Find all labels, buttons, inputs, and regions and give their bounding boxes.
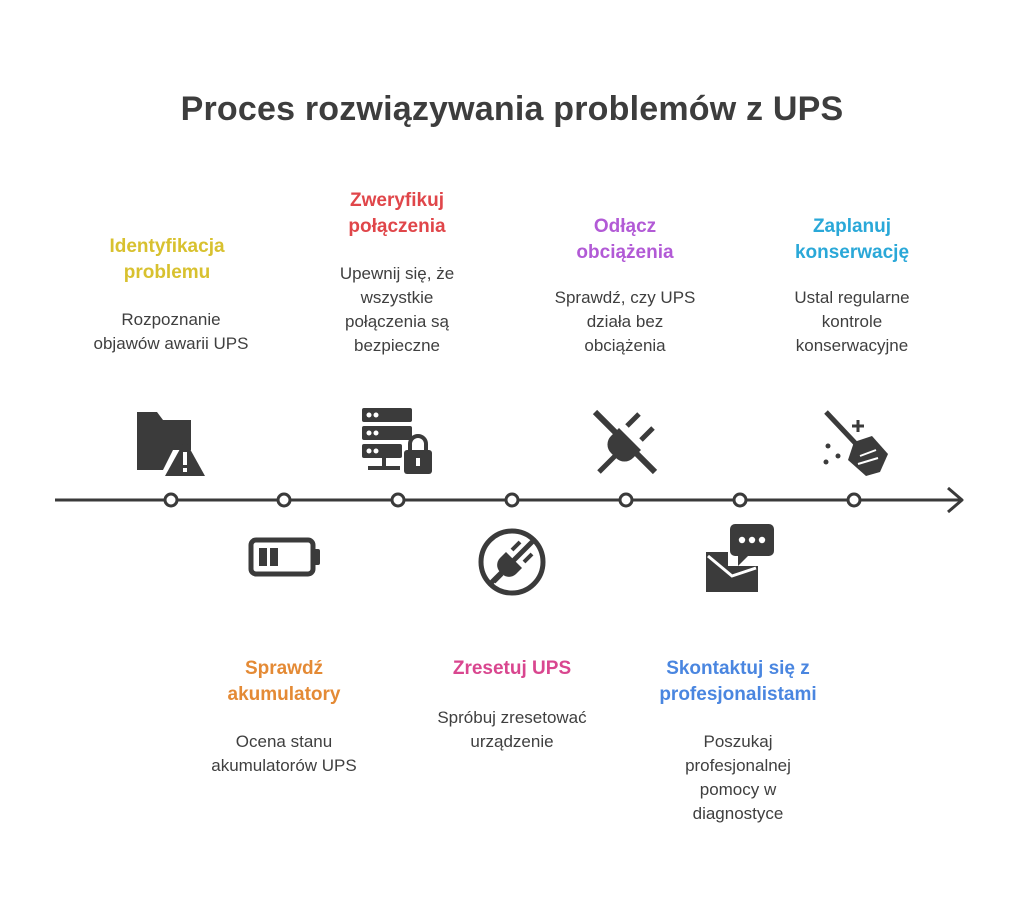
step-1-desc-line: Rozpoznanie bbox=[121, 310, 221, 329]
step-6-heading-line: profesjonalistami bbox=[659, 684, 817, 705]
step-6-description: Poszukaj profesjonalnej pomocy w diagnos… bbox=[638, 730, 838, 826]
timeline-nodes bbox=[163, 492, 862, 508]
timeline-node-7 bbox=[846, 492, 862, 508]
step-5-desc-line: Sprawdź, czy UPS bbox=[554, 288, 696, 307]
step-1-heading-line: Identyfikacja bbox=[109, 236, 225, 257]
server-lock-icon bbox=[362, 408, 432, 474]
step-1-heading: Identyfikacja problemu bbox=[67, 234, 267, 286]
timeline-arrowhead bbox=[947, 486, 964, 514]
page-title: Proces rozwiązywania problemów z UPS bbox=[180, 90, 844, 128]
step-3-desc-line: Upewnij się, że bbox=[339, 264, 455, 283]
battery-low-icon bbox=[248, 537, 320, 577]
step-2-heading-line: akumulatory bbox=[227, 684, 341, 705]
step-6-heading: Skontaktuj się z profesjonalistami bbox=[638, 656, 838, 708]
step-4-desc-line: Spróbuj zresetować bbox=[437, 708, 587, 727]
step-3-heading-line: Zweryfikuj bbox=[350, 190, 444, 211]
step-5-heading-line: Odłącz bbox=[593, 216, 657, 237]
step-5-heading: Odłącz obciążenia bbox=[525, 214, 725, 266]
step-6-desc-line: Poszukaj bbox=[703, 732, 773, 751]
unplug-icon bbox=[592, 409, 658, 475]
step-2-heading-line: Sprawdź bbox=[244, 658, 324, 679]
step-3-heading-line: połączenia bbox=[348, 216, 446, 237]
step-7-heading-line: konserwację bbox=[794, 242, 910, 263]
step-1-desc-line: objawów awarii UPS bbox=[93, 334, 249, 353]
step-3-desc-line: wszystkie bbox=[360, 288, 434, 307]
step-3-description: Upewnij się, że wszystkie połączenia są … bbox=[297, 262, 497, 358]
step-7-heading: Zaplanuj konserwację bbox=[752, 214, 952, 266]
timeline-node-1 bbox=[163, 492, 179, 508]
step-5-heading-line: obciążenia bbox=[576, 242, 674, 263]
step-2-desc-line: akumulatorów UPS bbox=[211, 756, 357, 775]
step-4-heading-line: Zresetuj UPS bbox=[452, 658, 572, 679]
step-2-heading: Sprawdź akumulatory bbox=[184, 656, 384, 708]
step-7-description: Ustal regularne kontrole konserwacyjne bbox=[752, 286, 952, 358]
step-6-desc-line: pomocy w bbox=[699, 780, 777, 799]
mail-chat-icon bbox=[706, 524, 774, 592]
step-6-heading-line: Skontaktuj się z bbox=[666, 658, 810, 679]
step-7-desc-line: konserwacyjne bbox=[795, 336, 909, 355]
step-3-heading: Zweryfikuj połączenia bbox=[297, 188, 497, 240]
timeline-node-2 bbox=[276, 492, 292, 508]
step-1-heading-line: problemu bbox=[123, 262, 211, 283]
step-5-description: Sprawdź, czy UPS działa bez obciążenia bbox=[525, 286, 725, 358]
step-5-desc-line: obciążenia bbox=[584, 336, 666, 355]
step-7-desc-line: Ustal regularne bbox=[794, 288, 910, 307]
step-3-desc-line: połączenia są bbox=[345, 312, 449, 331]
step-2-description: Ocena stanu akumulatorów UPS bbox=[184, 730, 384, 778]
step-3-desc-line: bezpieczne bbox=[353, 336, 440, 355]
timeline-node-3 bbox=[390, 492, 406, 508]
broom-sparkle-icon bbox=[823, 410, 888, 476]
step-7-desc-line: kontrole bbox=[821, 312, 883, 331]
timeline-node-5 bbox=[618, 492, 634, 508]
step-7-heading-line: Zaplanuj bbox=[812, 216, 892, 237]
step-4-description: Spróbuj zresetować urządzenie bbox=[412, 706, 612, 754]
step-5-desc-line: działa bez bbox=[586, 312, 664, 331]
step-1-description: Rozpoznanie objawów awarii UPS bbox=[71, 308, 271, 356]
timeline-node-4 bbox=[504, 492, 520, 508]
folder-warning-icon bbox=[137, 412, 205, 476]
step-4-heading: Zresetuj UPS bbox=[412, 656, 612, 682]
no-plug-icon bbox=[478, 528, 546, 596]
timeline-node-6 bbox=[732, 492, 748, 508]
step-6-desc-line: diagnostyce bbox=[692, 804, 784, 823]
step-4-desc-line: urządzenie bbox=[470, 732, 554, 751]
step-6-desc-line: profesjonalnej bbox=[685, 756, 791, 775]
step-2-desc-line: Ocena stanu bbox=[235, 732, 333, 751]
